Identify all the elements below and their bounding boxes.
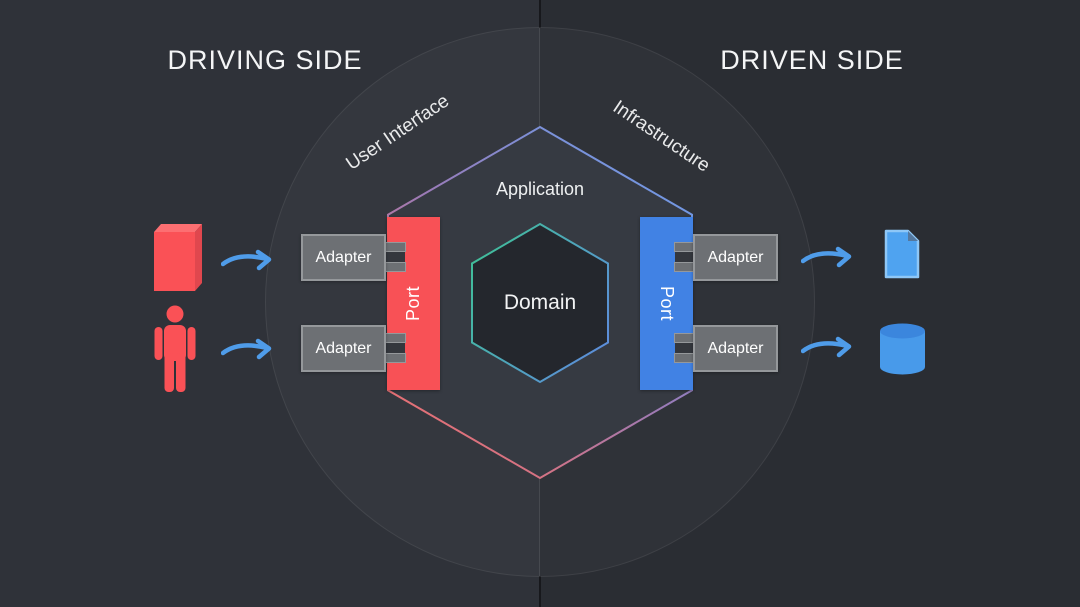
adapter-slot xyxy=(386,252,405,262)
document-icon xyxy=(884,229,920,279)
driving-adapter-2: Adapter xyxy=(301,325,386,372)
architecture-boundary-circle xyxy=(265,27,815,577)
hexagon-layers xyxy=(387,125,693,480)
driven-adapter-2: Adapter xyxy=(693,325,778,372)
adapter-prong xyxy=(384,333,406,343)
adapter-slot xyxy=(675,343,694,353)
driven-side-title: DRIVEN SIDE xyxy=(720,45,904,75)
adapter-label: Adapter xyxy=(315,248,372,266)
adapter-prong xyxy=(384,242,406,252)
adapter-prong xyxy=(384,262,406,272)
app-box-icon xyxy=(154,224,202,291)
domain-hexagon xyxy=(471,222,609,384)
driving-side-title: DRIVING SIDE xyxy=(167,45,363,75)
center-divider-top xyxy=(539,0,541,28)
adapter-prong xyxy=(384,353,406,363)
database-icon xyxy=(880,323,925,375)
application-label: Application xyxy=(495,179,585,199)
adapter-label: Adapter xyxy=(707,339,764,357)
user-icon xyxy=(154,305,196,392)
arrow-right-icon xyxy=(801,246,852,268)
arrow-right-icon xyxy=(221,338,272,360)
driving-adapter-1: Adapter xyxy=(301,234,386,281)
adapter-label: Adapter xyxy=(315,339,372,357)
domain-label: Domain xyxy=(503,291,577,314)
driven-port-label: Port xyxy=(656,285,677,322)
center-divider-bottom xyxy=(539,576,541,607)
adapter-label: Adapter xyxy=(707,248,764,266)
arrow-right-icon xyxy=(801,336,852,358)
adapter-slot xyxy=(386,343,405,353)
adapter-slot xyxy=(675,252,694,262)
driven-adapter-1: Adapter xyxy=(693,234,778,281)
driving-port-label: Port xyxy=(402,285,423,322)
arrow-right-icon xyxy=(221,249,272,271)
